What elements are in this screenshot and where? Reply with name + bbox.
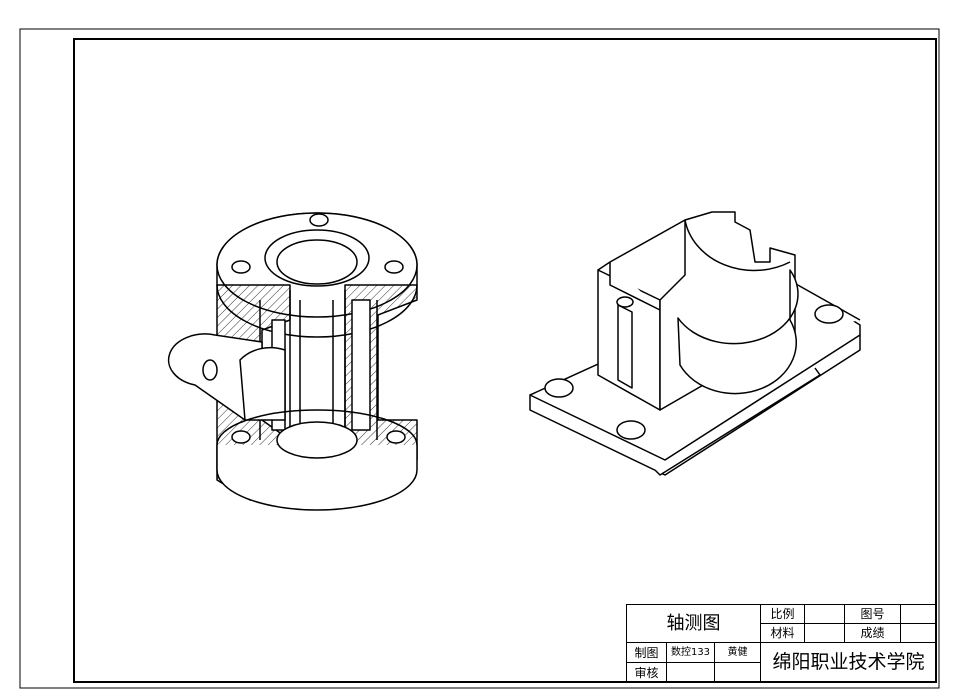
inner-frame [73, 38, 937, 683]
drawer-name: 黄健 [714, 642, 761, 663]
school-name: 绵阳职业技术学院 [759, 642, 938, 683]
flanged-pipe-section [167, 212, 418, 511]
drawing-no-value [900, 604, 938, 624]
grade-value [900, 623, 938, 643]
title-block: 轴测图 比例 图号 材料 成绩 制图 数控133 黄健 绵阳职业技术学院 审核 [626, 604, 938, 683]
class-name: 数控133 [666, 642, 715, 663]
checked-label: 审核 [626, 662, 667, 683]
checked-date [714, 662, 761, 683]
checked-value [666, 662, 715, 683]
drawing-no-label: 图号 [843, 604, 902, 624]
scale-value [804, 604, 845, 624]
outer-border [19, 28, 940, 689]
grade-label: 成绩 [843, 623, 902, 643]
material-label: 材料 [760, 623, 805, 643]
scale-label: 比例 [760, 604, 805, 624]
drawing-title: 轴测图 [626, 604, 761, 643]
material-value [804, 623, 845, 643]
drawn-label: 制图 [626, 642, 667, 663]
bearing-support [529, 211, 861, 476]
